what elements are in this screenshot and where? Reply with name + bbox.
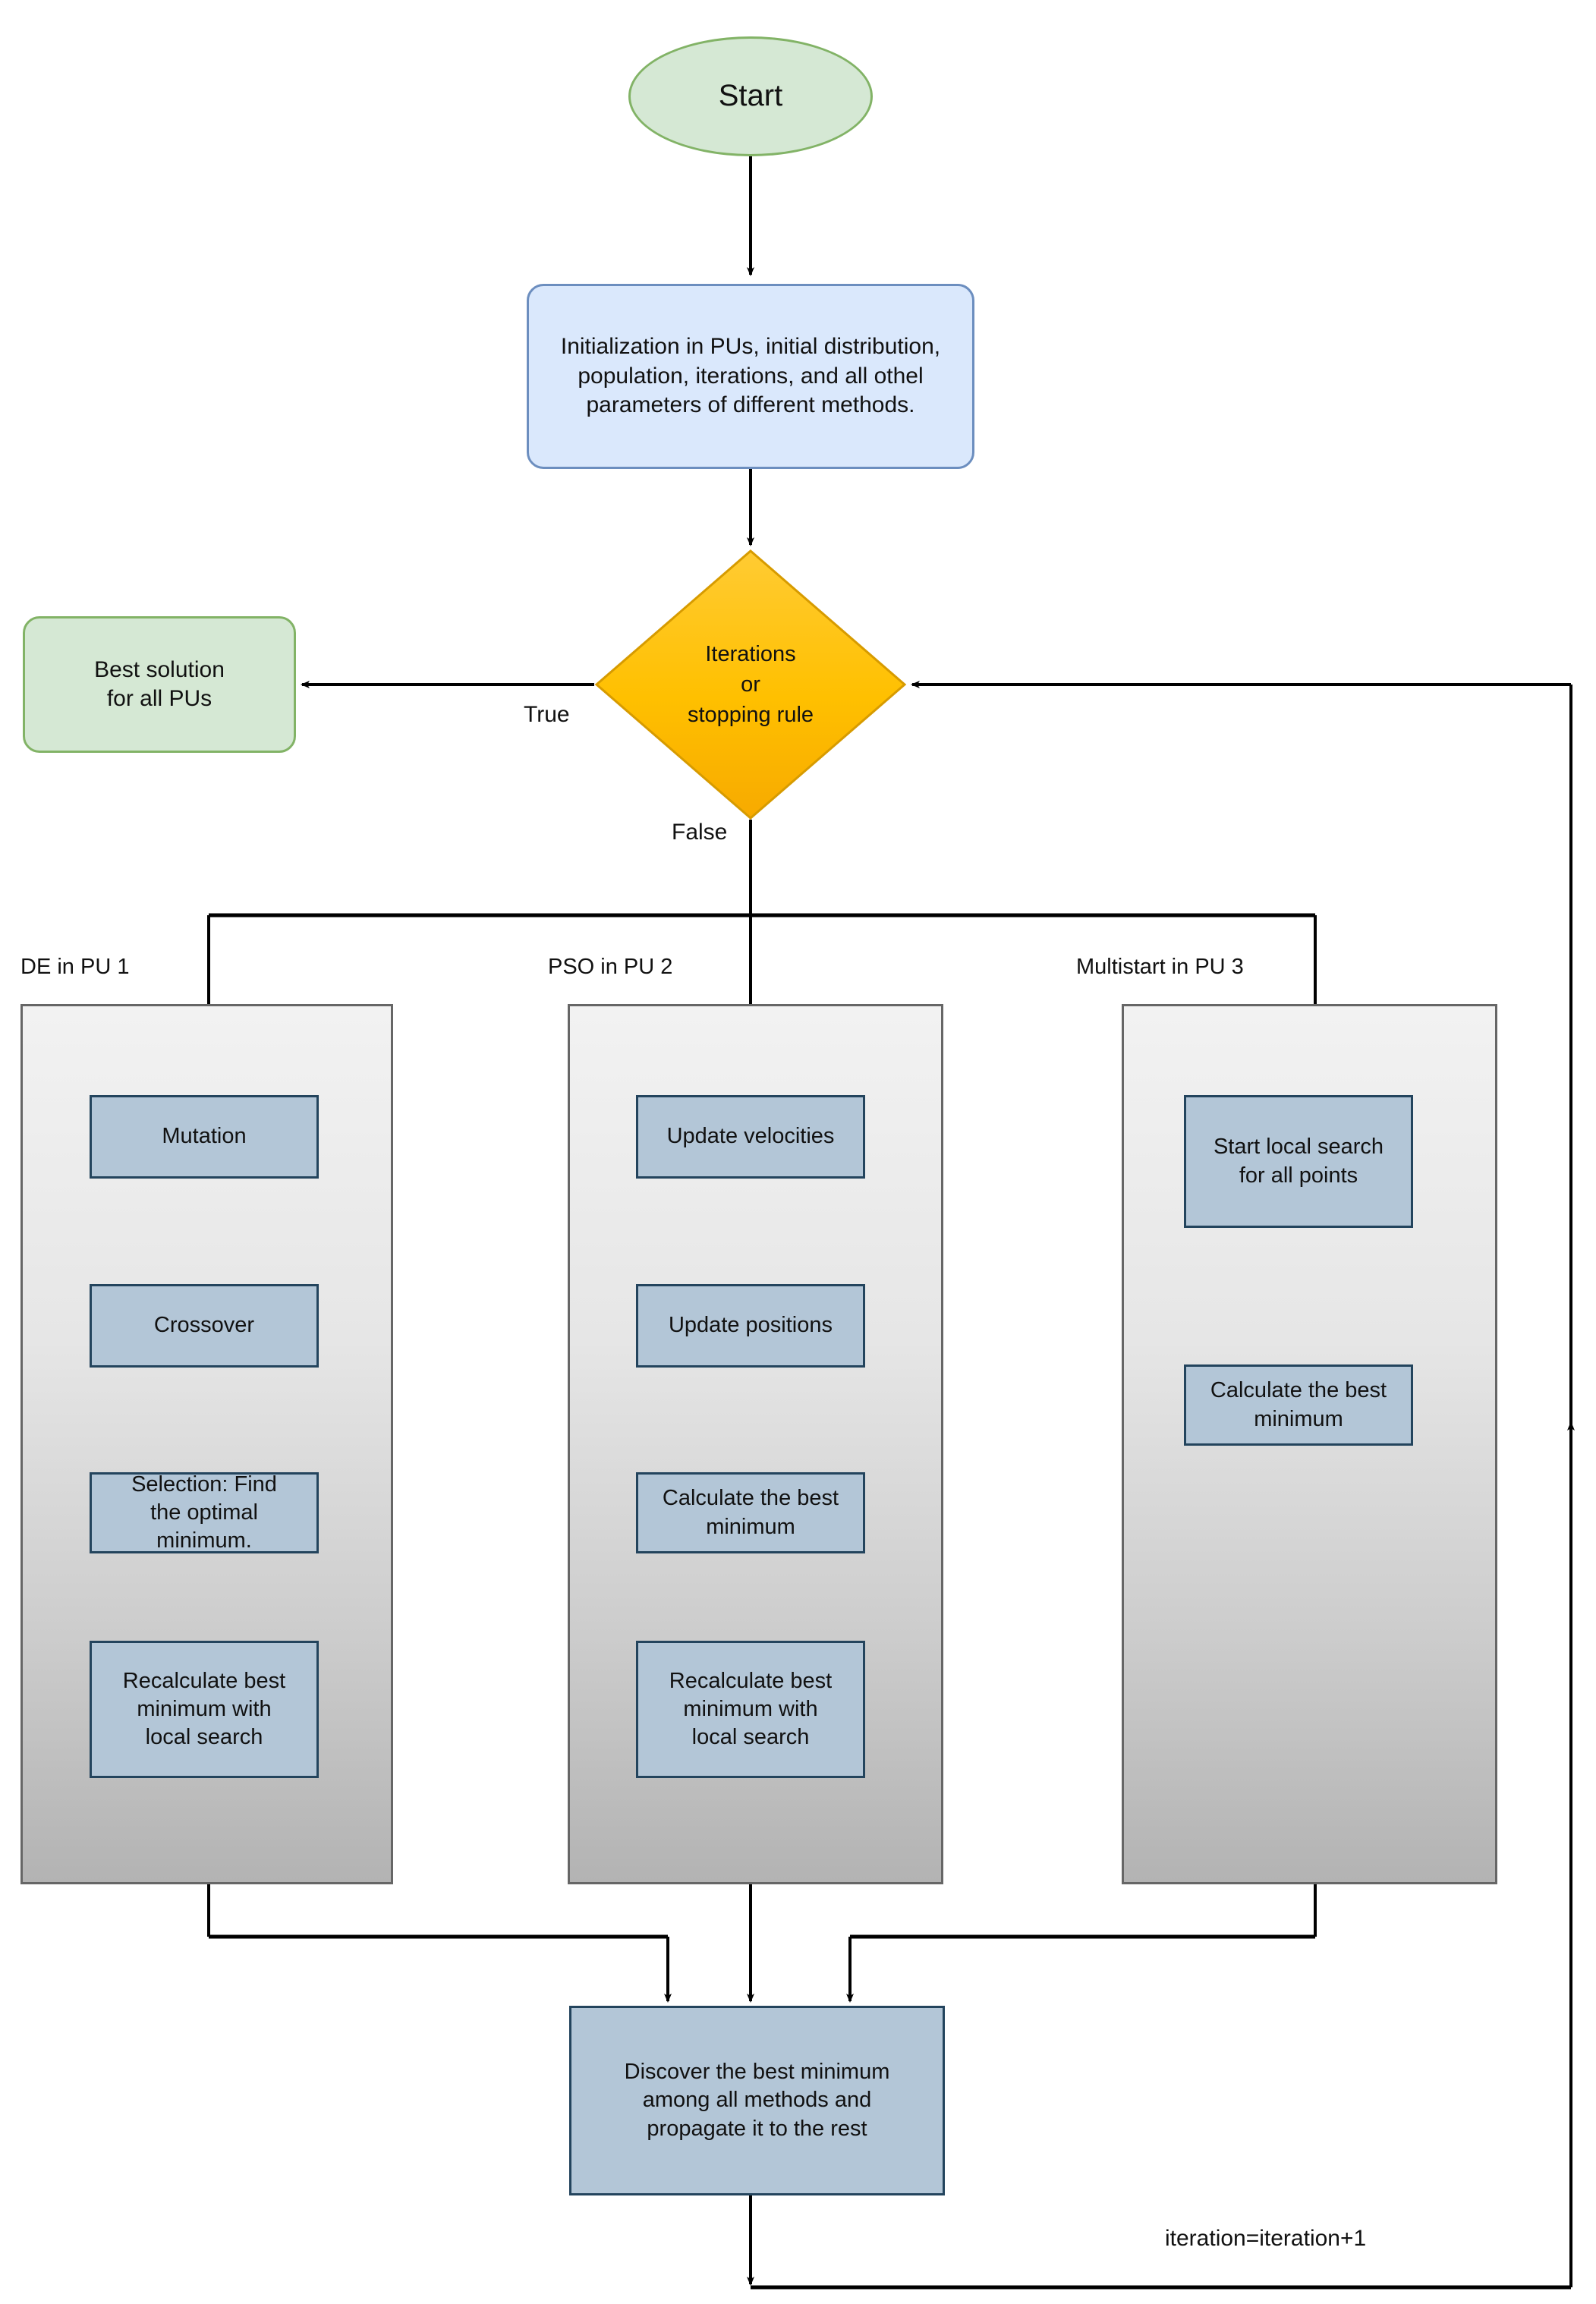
start-label: Start (718, 79, 783, 113)
step-pso-recalculate[interactable]: Recalculate best minimum with local sear… (636, 1641, 865, 1778)
discover-line-2: among all methods and (642, 2088, 872, 2113)
discover-line-1: Discover the best minimum (624, 2060, 890, 2085)
step-label-line-1: Selection: Find (131, 1471, 277, 1497)
step-label-line-3: local search (691, 1725, 810, 1750)
step-label-line-2: minimum (706, 1514, 795, 1539)
decision-diamond-shape (594, 549, 907, 820)
best-solution-line-2: for all PUs (106, 686, 212, 711)
step-label-line-2: for all points (1239, 1163, 1358, 1188)
start-node[interactable]: Start (628, 36, 873, 156)
best-solution-line-1: Best solution (94, 656, 225, 682)
edge-label-true: True (524, 702, 570, 727)
column-title-pso: PSO in PU 2 (548, 955, 673, 979)
step-label-line-1: Start local search (1213, 1135, 1384, 1160)
edge-label-false: False (672, 820, 728, 845)
step-de-crossover[interactable]: Crossover (90, 1284, 319, 1368)
step-pso-update-velocities[interactable]: Update velocities (636, 1095, 865, 1179)
step-label-line-2: the optimal (150, 1500, 258, 1525)
step-de-recalculate[interactable]: Recalculate best minimum with local sear… (90, 1641, 319, 1778)
step-label-line-1: Calculate the best (662, 1486, 839, 1511)
step-label-line-2: minimum with (683, 1696, 818, 1721)
step-label: Crossover (153, 1313, 255, 1338)
step-pso-calculate-best[interactable]: Calculate the best minimum (636, 1472, 865, 1553)
discover-node[interactable]: Discover the best minimum among all meth… (569, 2006, 945, 2195)
decision-node[interactable]: Iterations or stopping rule (594, 549, 907, 820)
discover-line-3: propagate it to the rest (647, 2116, 867, 2141)
step-de-mutation[interactable]: Mutation (90, 1095, 319, 1179)
step-label: Update positions (668, 1313, 833, 1338)
step-label-line-3: minimum. (156, 1528, 252, 1553)
step-de-selection[interactable]: Selection: Find the optimal minimum. (90, 1472, 319, 1553)
step-multistart-calculate-best[interactable]: Calculate the best minimum (1184, 1364, 1413, 1446)
step-label: Update velocities (666, 1124, 835, 1149)
step-label: Mutation (162, 1124, 247, 1149)
step-label-line-1: Calculate the best (1210, 1378, 1387, 1403)
initialization-node[interactable]: Initialization in PUs, initial distribut… (527, 284, 974, 469)
step-pso-update-positions[interactable]: Update positions (636, 1284, 865, 1368)
column-title-de: DE in PU 1 (20, 955, 130, 979)
edge-label-iteration: iteration=iteration+1 (1165, 2226, 1367, 2251)
step-label-line-2: minimum with (137, 1696, 272, 1721)
step-label-line-3: local search (145, 1725, 263, 1750)
step-label-line-2: minimum (1254, 1406, 1343, 1431)
step-label-line-1: Recalculate best (122, 1668, 286, 1693)
step-multistart-local-search[interactable]: Start local search for all points (1184, 1095, 1413, 1228)
column-title-multistart: Multistart in PU 3 (1076, 955, 1244, 979)
best-solution-node[interactable]: Best solution for all PUs (23, 616, 296, 753)
initialization-label: Initialization in PUs, initial distribut… (560, 334, 941, 418)
step-label-line-1: Recalculate best (669, 1668, 833, 1693)
